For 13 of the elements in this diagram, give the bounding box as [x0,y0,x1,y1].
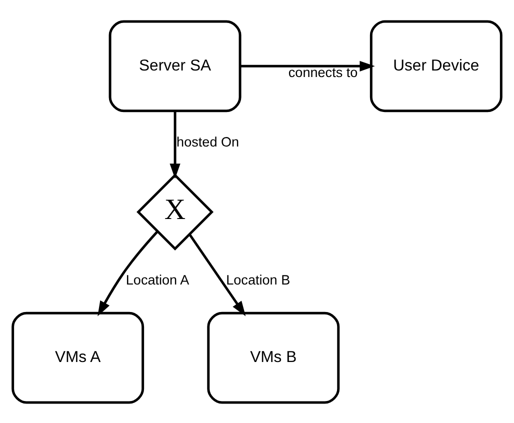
edge-label: hosted On [176,134,240,150]
arrow [188,233,246,316]
arrow [98,230,158,316]
node-box: Server SA [108,20,242,112]
edge-label: Location A [126,272,190,287]
arrow [170,110,180,178]
arrow [240,60,375,71]
node-diamond: X [136,173,214,250]
node-box: VMs A [12,311,144,404]
node-box: VMs B [207,311,340,404]
edge-label: connects to [288,64,358,80]
edge-label: Location B [226,272,290,287]
node-box: User Device [370,20,502,112]
